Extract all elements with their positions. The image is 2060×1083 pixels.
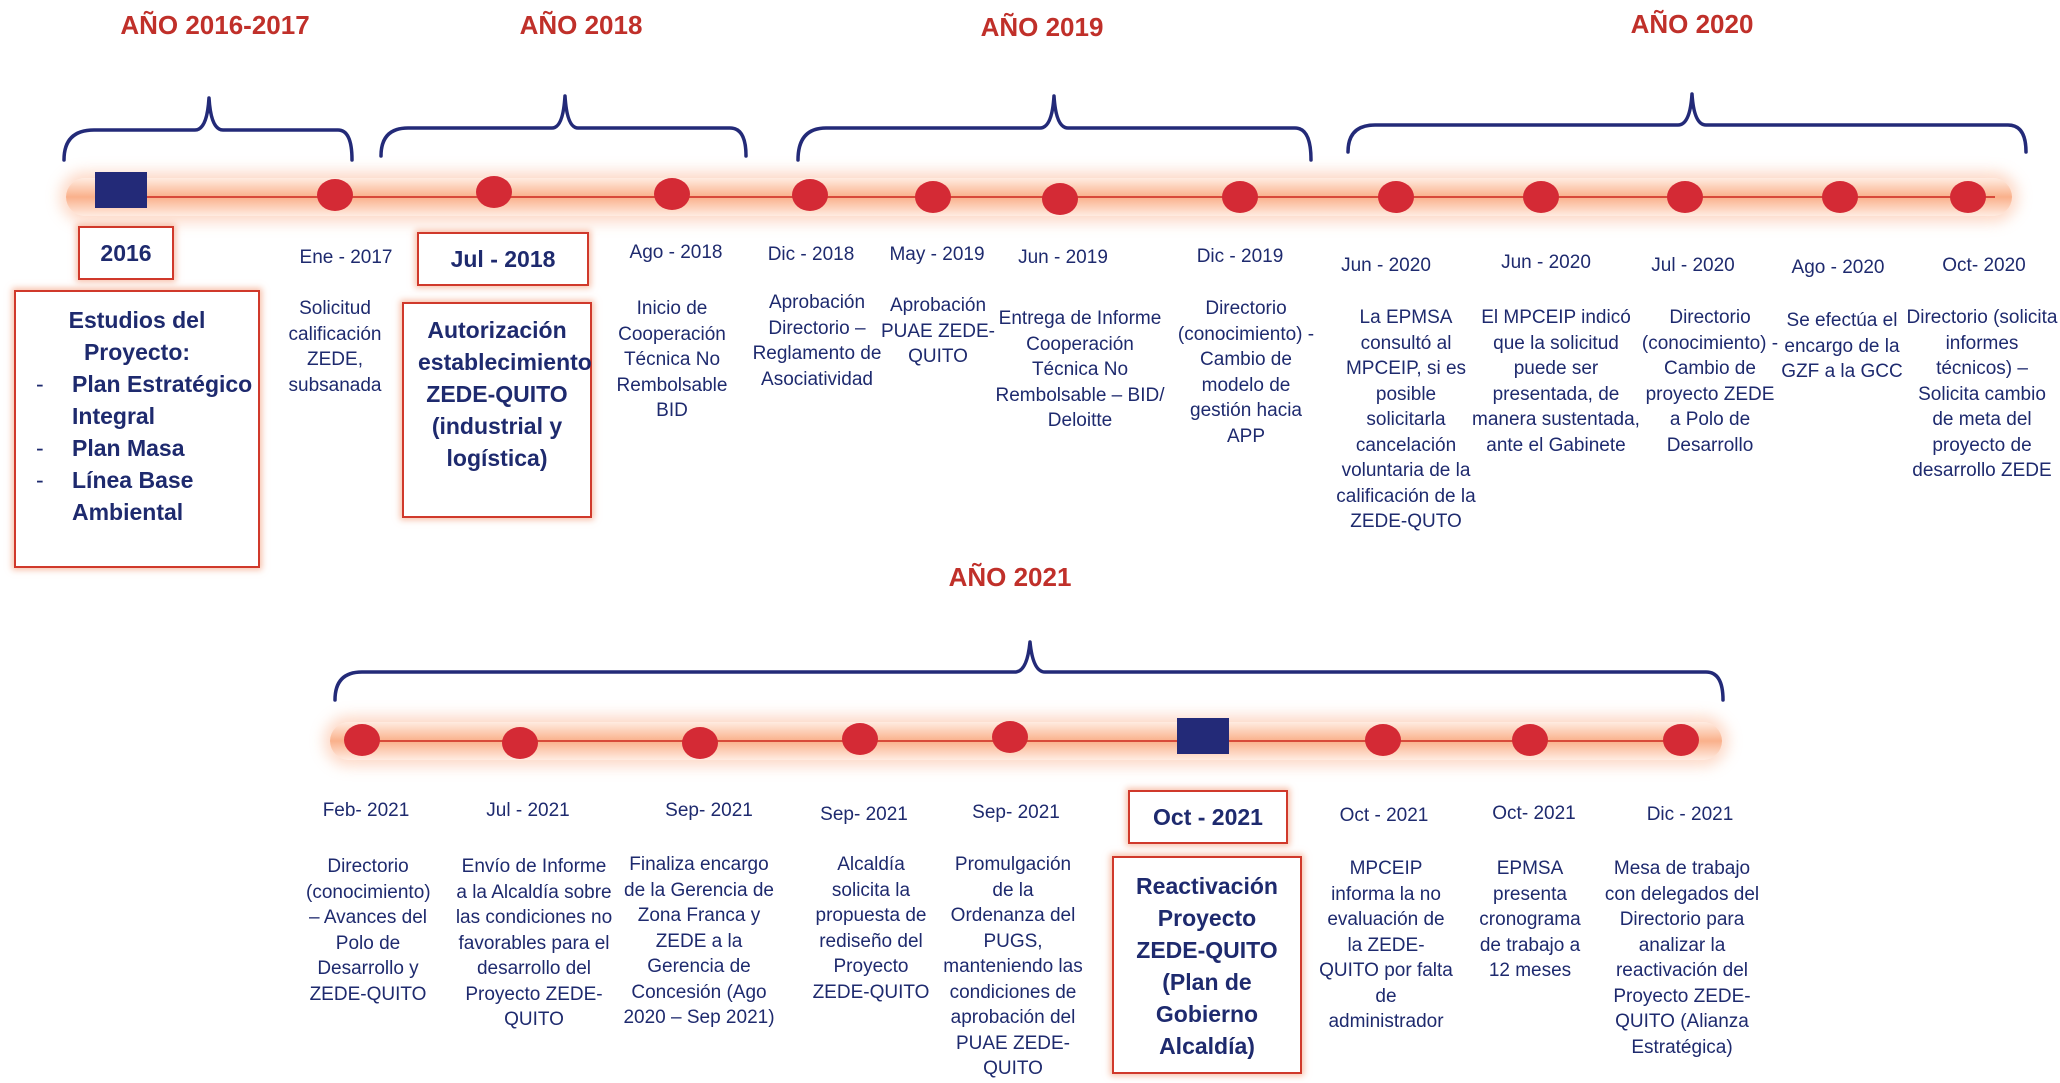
desc-oct-2021-b: EPMSA presenta cronograma de trabajo a 1… <box>1479 858 1581 981</box>
desc-dic-2021: Mesa de trabajo con delegados del Direct… <box>1604 858 1760 1058</box>
date-ago-2020: Ago - 2020 <box>1791 257 1885 278</box>
dot-jul-2021 <box>502 727 538 759</box>
milestone-square-2016 <box>95 172 147 208</box>
desc-jun-2019: Entrega de Informe Cooperación Técnica N… <box>995 308 1165 431</box>
year-heading-2021: AÑO 2021 <box>948 562 1072 592</box>
dot-jun-2019 <box>1042 183 1078 215</box>
dot-ago-2018 <box>654 178 690 210</box>
date-jul-2021: Jul - 2021 <box>486 800 570 821</box>
date-ene-2017: Ene - 2017 <box>299 247 393 268</box>
dot-feb-2021 <box>344 724 380 756</box>
bracket-2016-2017 <box>62 96 354 162</box>
event-box-oct-2021: Reactivación Proyecto ZEDE-QUITO (Plan d… <box>1112 856 1302 1074</box>
date-jun-2019: Jun - 2019 <box>1018 247 1108 268</box>
desc-dic-2019: Directorio (conocimiento) - Cambio de mo… <box>1177 298 1315 447</box>
desc-oct-2021-a: MPCEIP informa la no evaluación de la ZE… <box>1319 858 1453 1032</box>
desc-sep-2021-a: Finaliza encargo de la Gerencia de Zona … <box>623 854 775 1028</box>
dot-jul-2020 <box>1667 181 1703 213</box>
event-box-2016: Estudios del Proyecto: -Plan Estratégico… <box>14 290 260 568</box>
desc-sep-2021-c: Promulgación de la Ordenanza del PUGS, m… <box>943 854 1083 1079</box>
event-box-jul-2018: Autorización establecimiento ZEDE-QUITO … <box>402 302 592 518</box>
desc-jul-2021: Envío de Informe a la Alcaldía sobre las… <box>455 856 613 1030</box>
dot-dic-2021 <box>1663 724 1699 756</box>
dot-jun-2020-b <box>1523 181 1559 213</box>
date-oct-2020: Oct- 2020 <box>1942 255 2026 276</box>
dot-dic-2019 <box>1222 181 1258 213</box>
date-may-2019: May - 2019 <box>889 244 985 265</box>
year-heading-2018: AÑO 2018 <box>519 10 643 40</box>
list-item: -Plan Masa <box>36 435 185 461</box>
list-item: -Línea Base Ambiental <box>36 467 194 525</box>
date-box-2016: 2016 <box>78 226 174 280</box>
desc-ago-2020: Se efectúa el encargo de la GZF a la GCC <box>1781 310 1903 382</box>
desc-feb-2021: Directorio (conocimiento) – Avances del … <box>306 856 431 1005</box>
event-title-2016: Estudios del Proyecto: <box>68 307 206 365</box>
year-heading-2020: AÑO 2020 <box>1630 9 1754 39</box>
date-feb-2021: Feb- 2021 <box>322 800 410 821</box>
date-ago-2018: Ago - 2018 <box>629 242 723 263</box>
list-item: -Plan Estratégico Integral <box>36 371 253 429</box>
desc-ene-2017: Solicitud calificación ZEDE, subsanada <box>288 298 382 396</box>
desc-ago-2018: Inicio de Cooperación Técnica No Rembols… <box>616 298 728 421</box>
date-dic-2021: Dic - 2021 <box>1646 804 1734 825</box>
dot-sep-2021-c <box>992 721 1028 753</box>
date-jun-2020-b: Jun - 2020 <box>1501 252 1591 273</box>
date-dic-2018: Dic - 2018 <box>767 244 855 265</box>
date-sep-2021-c: Sep- 2021 <box>972 802 1060 823</box>
desc-sep-2021-b: Alcaldía solicita la propuesta de redise… <box>812 854 930 1003</box>
bracket-2021 <box>333 640 1725 702</box>
dot-dic-2018 <box>792 179 828 211</box>
date-oct-2021-a: Oct - 2021 <box>1339 805 1429 826</box>
desc-oct-2020: Directorio (solicita informes técnicos) … <box>1906 307 2058 481</box>
bracket-2019 <box>796 94 1313 162</box>
desc-jun-2020-a: La EPMSA consultó al MPCEIP, si es posib… <box>1336 307 1476 532</box>
bracket-2018 <box>379 94 748 158</box>
dot-may-2019 <box>915 181 951 213</box>
milestone-square-oct-2021 <box>1177 718 1229 754</box>
dot-ene-2017 <box>317 179 353 211</box>
event-list-2016: -Plan Estratégico Integral -Plan Masa -L… <box>16 368 258 528</box>
dot-oct-2020 <box>1950 181 1986 213</box>
year-heading-2016-2017: AÑO 2016-2017 <box>120 10 310 40</box>
dot-ago-2020 <box>1822 181 1858 213</box>
dot-oct-2021-b <box>1512 724 1548 756</box>
dot-jun-2020-a <box>1378 181 1414 213</box>
dot-oct-2021-a <box>1365 724 1401 756</box>
date-box-oct-2021: Oct - 2021 <box>1128 790 1288 844</box>
date-jun-2020-a: Jun - 2020 <box>1341 255 1431 276</box>
desc-dic-2018: Aprobación Directorio – Reglamento de As… <box>752 292 882 390</box>
bracket-2020 <box>1346 92 2028 154</box>
desc-may-2019: Aprobación PUAE ZEDE-QUITO <box>880 295 996 367</box>
dot-jul-2018 <box>476 176 512 208</box>
date-oct-2021-b: Oct- 2021 <box>1492 803 1576 824</box>
date-sep-2021-b: Sep- 2021 <box>820 804 908 825</box>
dot-sep-2021-a <box>682 727 718 759</box>
date-jul-2020: Jul - 2020 <box>1651 255 1735 276</box>
date-box-jul-2018: Jul - 2018 <box>417 232 589 286</box>
year-heading-2019: AÑO 2019 <box>980 12 1104 42</box>
desc-jul-2020: Directorio (conocimiento) - Cambio de pr… <box>1641 307 1779 456</box>
desc-jun-2020-b: El MPCEIP indicó que la solicitud puede … <box>1472 307 1640 456</box>
date-dic-2019: Dic - 2019 <box>1196 246 1284 267</box>
dot-sep-2021-b <box>842 723 878 755</box>
date-sep-2021-a: Sep- 2021 <box>665 800 753 821</box>
